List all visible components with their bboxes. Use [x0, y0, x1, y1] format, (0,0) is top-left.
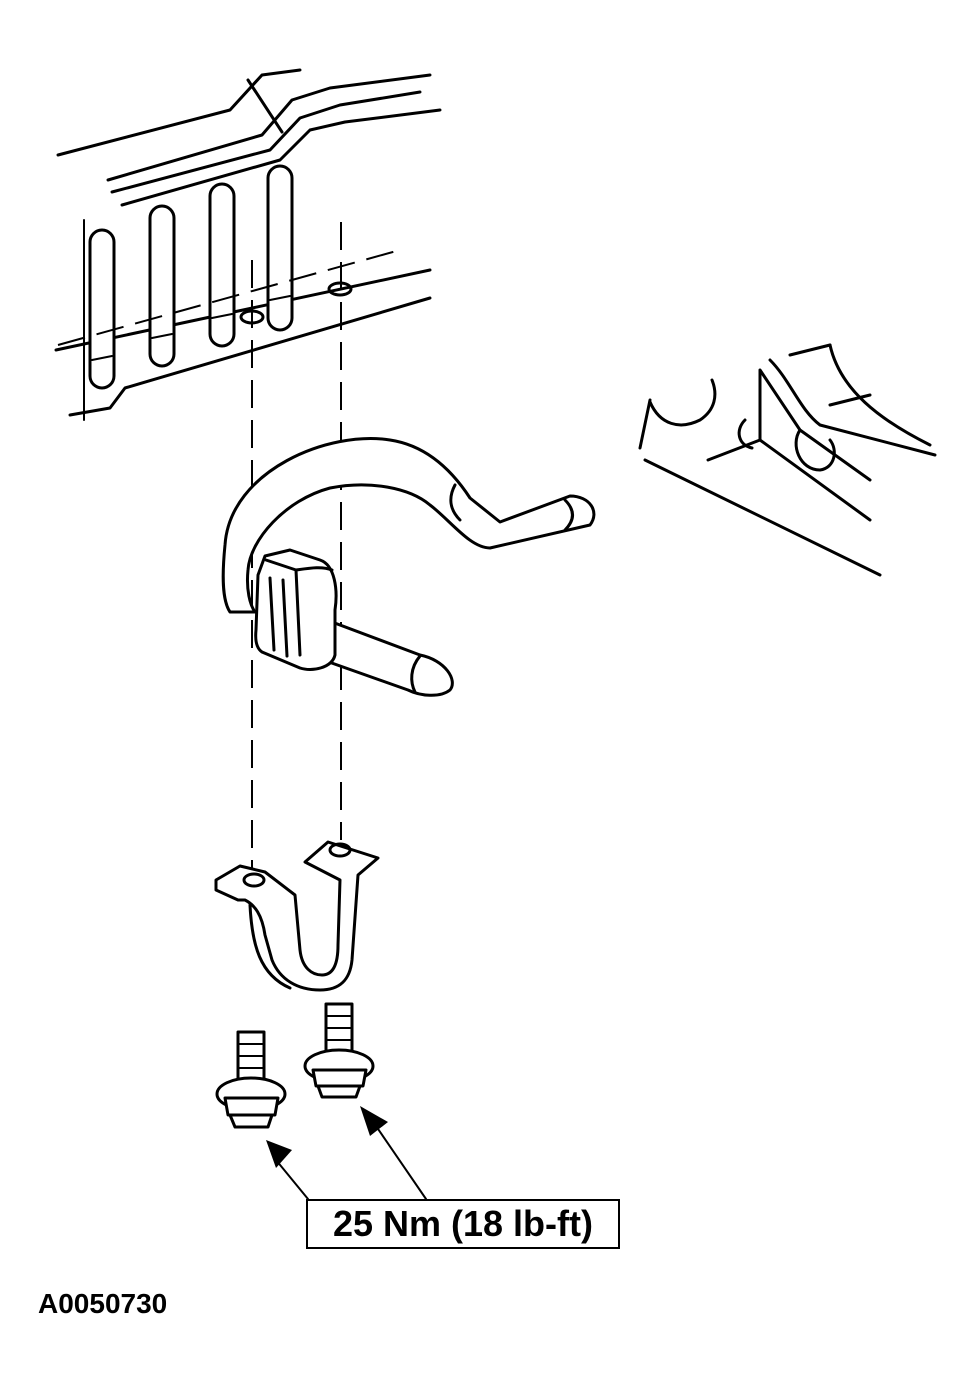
leader-arrow-left-icon: [266, 1140, 309, 1200]
figure-id: A0050730: [38, 1288, 168, 1319]
bushing-icon: [254, 548, 338, 671]
bolt-left-icon: [215, 1030, 287, 1129]
bushing-bracket-icon: [214, 840, 380, 992]
frame-crossmember-icon: [54, 68, 442, 421]
bolt-right-icon: [303, 1002, 375, 1099]
frame-bracket-icon: [638, 343, 937, 577]
leader-arrow-right-icon: [360, 1106, 427, 1200]
torque-callout: 25 Nm (18 lb-ft): [306, 1199, 620, 1249]
